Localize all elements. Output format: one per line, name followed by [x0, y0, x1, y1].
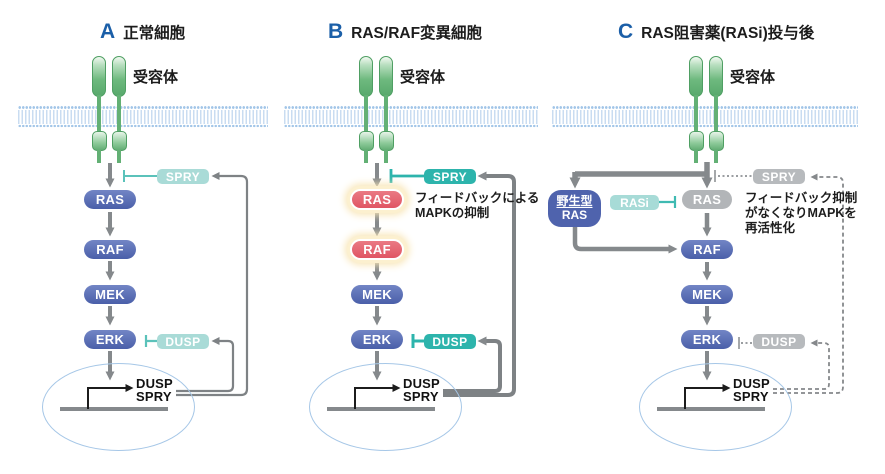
- membrane-c: [552, 105, 858, 128]
- a-feedback-to-dusp: [176, 337, 235, 393]
- membrane-b: [284, 105, 538, 128]
- a-transcription-arrow: [87, 384, 134, 409]
- a-dusp-inhibition-tbar: [144, 335, 157, 347]
- a-spry-inhibition-tbar: [123, 170, 157, 182]
- c-rasi-inhibition-tbar: [659, 196, 677, 208]
- a-feedback-to-spry: [176, 172, 249, 397]
- c-transcription-arrow: [684, 384, 731, 409]
- membrane-a: [18, 105, 268, 128]
- b-dusp-inhibition-tbar: [411, 334, 424, 348]
- b-transcription-arrow: [354, 384, 401, 409]
- b-feedback-to-spry: [443, 171, 516, 397]
- b-feedback-to-dusp: [443, 336, 502, 393]
- c-feedback-to-dusp-dashed: [773, 339, 830, 390]
- c-wildtype-to-raf-arrow: [572, 227, 678, 254]
- b-spry-inhibition-tbar: [389, 169, 424, 183]
- c-feedback-to-spry-dashed: [773, 173, 844, 394]
